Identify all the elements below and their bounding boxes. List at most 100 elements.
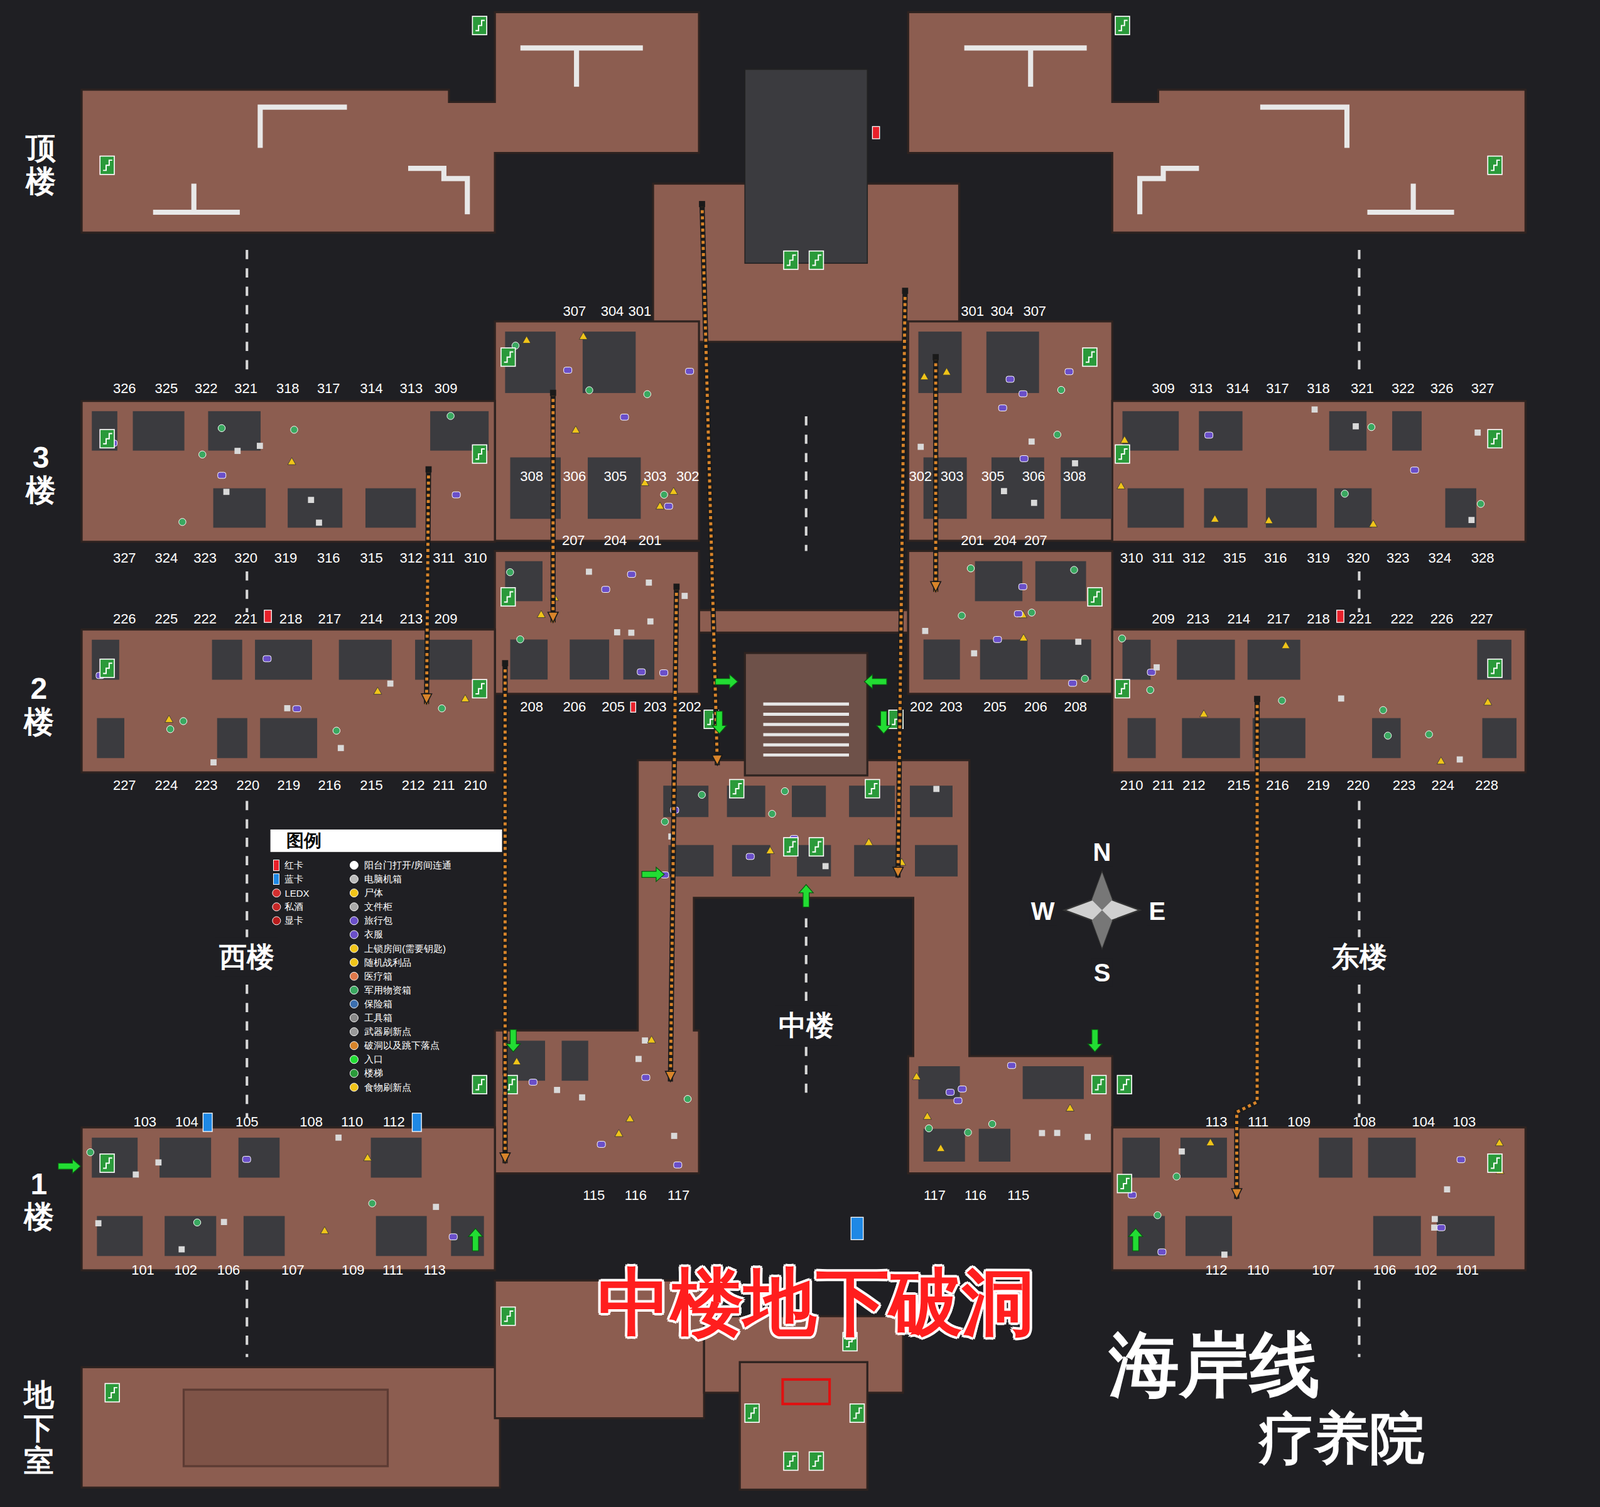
map-shape: [245, 571, 249, 613]
bag-icon: [641, 1074, 650, 1081]
map-shape: [630, 702, 636, 713]
room-number: 226: [113, 610, 137, 628]
crate-icon: [683, 1095, 691, 1103]
room-number: 325: [155, 380, 179, 397]
loot-icon: [363, 1153, 372, 1161]
map-shape: [412, 1113, 422, 1132]
loot-icon: [165, 715, 174, 723]
jump-head: [665, 1071, 676, 1082]
room-block: [1368, 1137, 1417, 1179]
crate-icon: [447, 412, 455, 420]
room-block: [1334, 488, 1372, 529]
legend-text: 衣服: [364, 928, 384, 941]
jump-line-shadow: [933, 357, 939, 593]
bag-icon: [998, 405, 1007, 412]
hole-mark: [502, 659, 509, 667]
room-number: 316: [317, 550, 341, 567]
room-block: [243, 1216, 286, 1257]
bag-icon: [659, 670, 669, 677]
jump-line: [670, 586, 677, 1082]
callout-title: 中楼地下破洞: [597, 1254, 1035, 1352]
room-number: 109: [341, 1262, 365, 1279]
map-shape: [850, 1217, 864, 1241]
building-name: 东楼: [1328, 937, 1391, 978]
jump-line-shadow: [670, 586, 677, 1082]
crate-icon: [193, 1218, 201, 1226]
room-number: 221: [1348, 610, 1373, 628]
room-number: 201: [960, 532, 984, 549]
loot-icon: [522, 335, 531, 343]
map-shape: [202, 126, 1344, 1240]
stair-icon: [729, 779, 745, 798]
room-number: 313: [400, 380, 424, 397]
room-block: [582, 331, 636, 394]
room-block: [96, 718, 125, 759]
bag-icon: [993, 636, 1002, 644]
stair-icon: [1487, 1154, 1503, 1173]
stair-mark: [1090, 591, 1101, 602]
legend-icon: [272, 902, 281, 912]
crate-icon: [1070, 566, 1078, 574]
stair-icon: [783, 1451, 799, 1471]
stair-icon: [1115, 679, 1130, 698]
legend-text: 显卡: [284, 914, 304, 927]
legend-icon: [349, 972, 358, 981]
room-number: 215: [1227, 777, 1251, 794]
map-shape: [763, 712, 850, 716]
stair-icon: [865, 779, 880, 798]
loot-icon: [1436, 756, 1445, 764]
crate-icon: [967, 565, 974, 573]
map-subtitle: 疗养院: [1259, 1401, 1425, 1477]
crate-icon: [1172, 1172, 1180, 1180]
stair-icon: [1082, 347, 1098, 367]
room-block: [1176, 639, 1235, 681]
map-shape: [1091, 872, 1113, 910]
debris-icon: [1178, 1148, 1185, 1155]
map-shape: [81, 629, 495, 773]
room-number: 323: [193, 550, 217, 567]
map-shape: [763, 743, 850, 747]
room-number: 209: [434, 610, 458, 628]
legend-text: 武器刷新点: [364, 1026, 412, 1038]
room-block: [1035, 561, 1087, 602]
loot-icon: [919, 372, 929, 380]
room-number: 205: [983, 698, 1007, 716]
room-block: [371, 1137, 422, 1179]
loot-icon: [287, 457, 296, 465]
debris-icon: [1039, 1130, 1046, 1137]
floor-label: 1楼: [23, 1167, 55, 1235]
map-shape: [191, 183, 197, 212]
legend-heading: 图例: [286, 828, 322, 853]
loot-icon: [766, 846, 775, 854]
stair-icon: [501, 587, 516, 606]
room-block: [1185, 1216, 1233, 1257]
entrance-arrow: [876, 711, 892, 735]
crate-icon: [1154, 1211, 1162, 1219]
room-number: 327: [113, 550, 137, 567]
room-number: 218: [1306, 610, 1330, 628]
loot-icon: [1210, 514, 1219, 522]
entrance-arrow: [1087, 1029, 1103, 1053]
floor-label: 3楼: [25, 441, 56, 509]
entrance-arrow: [798, 884, 814, 908]
room-number: 212: [1182, 777, 1206, 794]
entrance-arrow: [715, 674, 738, 689]
legend-icon: [349, 1027, 358, 1037]
entrance-arrow: [58, 1159, 82, 1174]
room-number: 116: [964, 1187, 987, 1204]
room-block: [561, 1040, 588, 1081]
loot-icon: [923, 1112, 932, 1119]
room-block: [510, 639, 549, 680]
map-shape: [494, 550, 699, 694]
map-shape: [408, 168, 468, 215]
map-title: 海岸线: [1108, 1318, 1320, 1413]
debris-icon: [578, 1094, 586, 1101]
legend-text: 文件柜: [364, 901, 393, 914]
stair-icon: [1117, 1075, 1132, 1094]
stair-mark: [504, 352, 514, 363]
stair-mark: [1095, 1079, 1105, 1090]
bag-icon: [673, 1161, 682, 1168]
jump-line-shadow: [897, 290, 905, 878]
room-block: [918, 331, 963, 394]
room-number: 219: [1306, 777, 1330, 794]
